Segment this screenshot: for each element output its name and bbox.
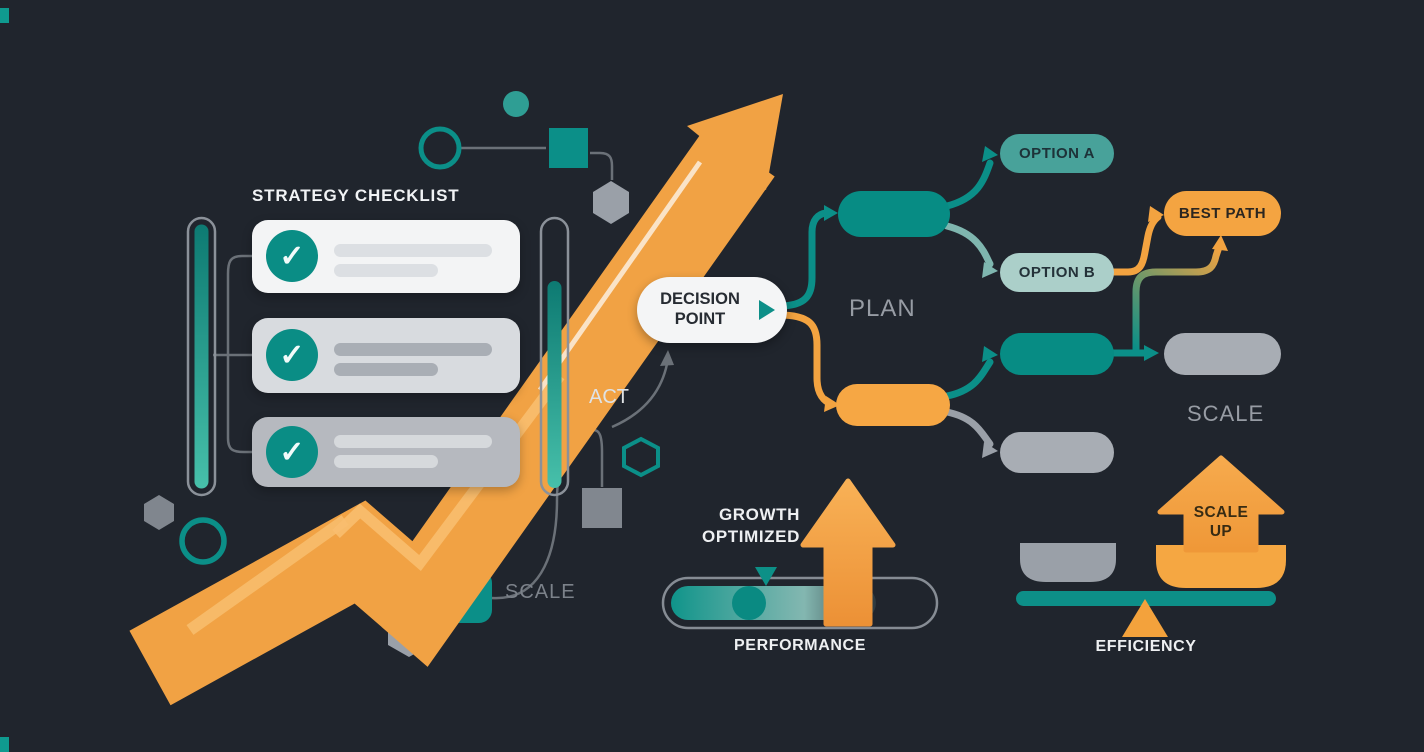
check-icon: ✓ bbox=[266, 329, 318, 381]
placeholder-line bbox=[334, 363, 438, 376]
efficiency-label: EFFICIENCY bbox=[1095, 638, 1197, 655]
decision-point-label: DECISION POINT bbox=[660, 290, 740, 328]
checklist-item: ✓ bbox=[252, 220, 520, 293]
best-path-node: BEST PATH bbox=[1164, 191, 1281, 236]
checklist-item: ✓ bbox=[252, 318, 520, 393]
performance-label: PERFORMANCE bbox=[734, 637, 866, 654]
scale-up-label: SCALE UP bbox=[1193, 504, 1249, 541]
plan-label: PLAN bbox=[849, 295, 916, 322]
check-glyph: ✓ bbox=[279, 435, 305, 469]
scale-branch-label: SCALE bbox=[1187, 401, 1265, 426]
check-glyph: ✓ bbox=[279, 338, 305, 372]
option-b-node: OPTION B bbox=[1000, 253, 1114, 292]
checklist-title: STRATEGY CHECKLIST bbox=[252, 186, 460, 205]
gray-branch-node bbox=[1000, 432, 1114, 473]
placeholder-line bbox=[334, 455, 438, 468]
teal-branch-node bbox=[1000, 333, 1114, 375]
orange-branch-node bbox=[836, 384, 950, 426]
act-label: ACT bbox=[589, 386, 629, 408]
placeholder-line bbox=[334, 244, 492, 257]
placeholder-line bbox=[334, 435, 492, 448]
scale-node-label: SCALE bbox=[505, 581, 576, 603]
placeholder-line bbox=[334, 264, 438, 277]
check-glyph: ✓ bbox=[279, 239, 305, 273]
decision-point-node: DECISION POINT bbox=[637, 277, 787, 343]
gray-branch-node bbox=[1164, 333, 1281, 375]
option-a-node: OPTION A bbox=[1000, 134, 1114, 173]
checklist-item: ✓ bbox=[252, 417, 520, 487]
plan-node bbox=[838, 191, 950, 237]
growth-caption: GROWTH OPTIMIZED bbox=[702, 505, 800, 547]
play-icon bbox=[759, 300, 775, 320]
check-icon: ✓ bbox=[266, 230, 318, 282]
check-icon: ✓ bbox=[266, 426, 318, 478]
placeholder-line bbox=[334, 343, 492, 356]
